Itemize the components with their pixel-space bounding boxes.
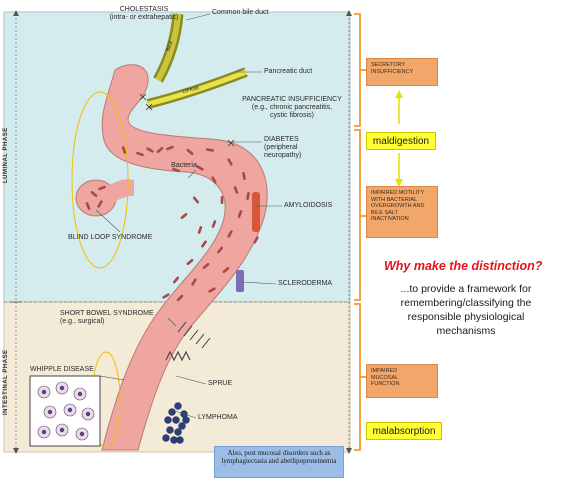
whipple-nucleus — [80, 432, 84, 436]
sprue-label: SPRUE — [208, 380, 248, 388]
whipple-nucleus — [60, 428, 64, 432]
diabetes-label: DIABETES (peripheral neuropathy) — [264, 136, 324, 160]
lymphoma-cell — [183, 417, 190, 424]
blind-loop-syndrome-label: BLIND LOOP SYNDROME — [68, 234, 168, 242]
lymphoma-cell — [173, 417, 180, 424]
bracket-secretory — [354, 14, 360, 126]
lymphoma-cell — [167, 427, 174, 434]
lymphoma-cell — [165, 417, 172, 424]
cholestasis-label: CHOLESTASIS (intra- or extrahepatic) — [104, 6, 184, 22]
impaired-mucosal-function-box: IMPAIRED MUCOSAL FUNCTION — [366, 364, 438, 398]
whipple-nucleus — [60, 386, 64, 390]
distinction-explanation: ...to provide a framework for rememberin… — [372, 282, 560, 338]
whipple-nucleus — [42, 430, 46, 434]
lymphoma-label: LYMPHOMA — [198, 414, 258, 422]
lymphoma-cell — [177, 437, 184, 444]
lymphoma-cell — [169, 409, 176, 416]
impaired-motility-box: IMPAIRED MOTILITY WITH BACTERIAL OVERGRO… — [366, 186, 438, 238]
intestinal-phase-label: INTESTINAL PHASE — [3, 343, 9, 415]
short-bowel-syndrome-label: SHORT BOWEL SYNDROME (e.g., surgical) — [60, 310, 180, 326]
whipple-disease-label: WHIPPLE DISEASE — [30, 366, 110, 374]
common-bile-duct-label: Common bile duct — [212, 9, 292, 17]
bracket-mucosal — [354, 304, 360, 450]
pancreatic-insufficiency-label: PANCREATIC INSUFFICIENCY (e.g., chronic … — [232, 96, 352, 120]
distinction-question: Why make the distinction? — [384, 259, 542, 273]
whipple-nucleus — [78, 392, 82, 396]
scleroderma-label: SCLERODERMA — [278, 280, 338, 288]
arrow-up-head — [395, 90, 403, 98]
whipple-nucleus — [86, 412, 90, 416]
luminal-phase-label: LUMINAL PHASE — [3, 123, 9, 183]
whipple-nucleus — [48, 410, 52, 414]
lymphoma-cell — [175, 403, 182, 410]
bracket-motility — [354, 130, 360, 300]
post-mucosal-note: Also, post mucosal disorders such as lym… — [214, 446, 344, 478]
whipple-nucleus — [68, 408, 72, 412]
bacterium — [221, 196, 224, 204]
pancreatic-duct-label: Pancreatic duct — [264, 68, 344, 76]
lymphoma-cell — [175, 429, 182, 436]
secretory-insufficiency-box: SECRETORY INSUFFICIENCY — [366, 58, 438, 86]
amyloidosis-label: AMYLOIDOSIS — [284, 202, 344, 210]
whipple-nucleus — [42, 390, 46, 394]
amyloidosis-deposit — [252, 192, 260, 232]
malabsorption-tag: malabsorption — [366, 422, 442, 440]
lymphoma-cell — [179, 423, 186, 430]
maldigestion-tag: maldigestion — [366, 132, 436, 150]
lymphoma-cell — [163, 435, 170, 442]
scleroderma-band — [236, 270, 244, 292]
bacteria-label: Bacteria — [164, 162, 204, 170]
